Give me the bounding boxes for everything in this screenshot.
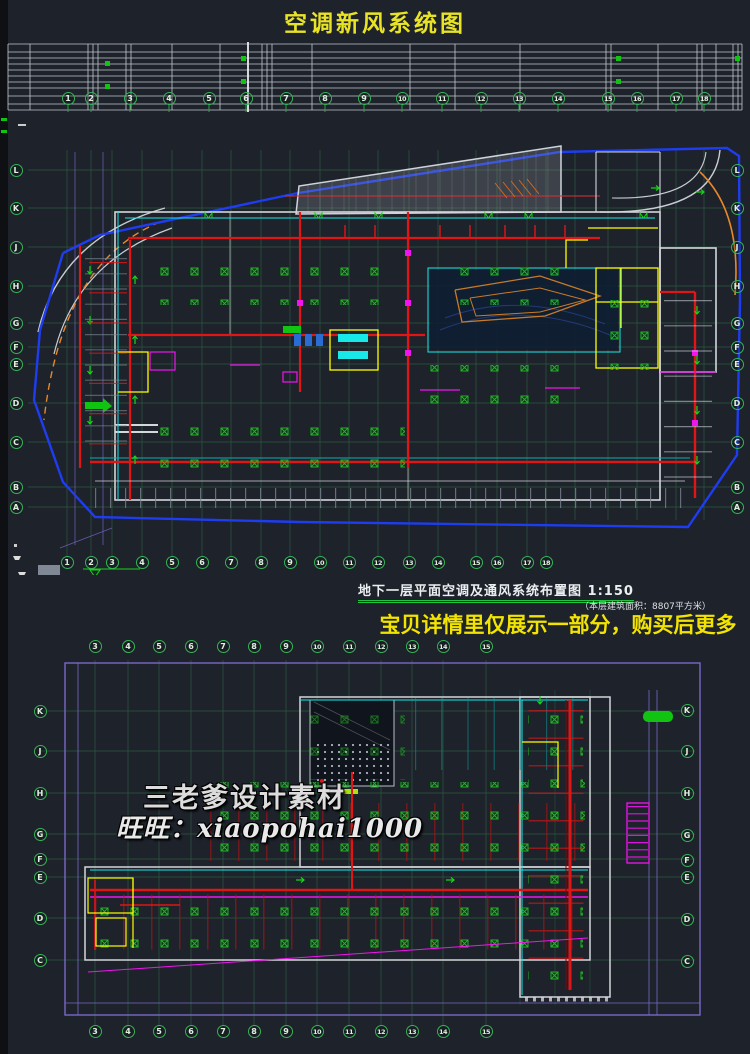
axis-bubble: 4 [121,639,135,653]
diffuser-fields [150,245,665,475]
axis-bubble: 15 [479,639,493,653]
axis-bubble: 11 [342,639,356,653]
ramp-wedge [285,145,600,215]
plant-units [85,326,368,413]
axis-bubble: 14 [436,639,450,653]
upper-plan-caption-row: 地下一层平面空调及通风系统布置图 1:150 [358,580,750,603]
axis-bubble: 5 [152,639,166,653]
axis-bubble: 3 [88,639,102,653]
parking-stalls [85,258,712,508]
upper-plan-drawing [1,118,742,575]
axis-bubble: 8 [247,639,261,653]
axis-bubble: 10 [310,639,324,653]
axis-bubble: 7 [216,639,230,653]
lower-misc [87,695,673,973]
schedule-table [7,42,743,112]
axis-bubble: 6 [184,639,198,653]
lower-diffusers [95,705,585,985]
table-lines [7,42,743,112]
promo-text: 宝贝详情里仅展示一部分，购买后更多 [379,613,737,637]
lower-yellow [87,741,559,948]
upper-plan-caption: 地下一层平面空调及通风系统布置图 1:150 [358,580,634,603]
axis-bubble: 9 [279,639,293,653]
drawing-title: 空调新风系统图 [284,11,466,37]
watermark-brand: 三老爹设计素材 [143,783,346,814]
left-edge-strip [0,0,8,1054]
site-boundary [32,146,742,529]
upper-grid-purple [59,152,113,549]
axis-bubble: 12 [374,639,388,653]
table-green-tags [105,56,740,89]
corner-marks [1,118,26,133]
legend-scraps [13,544,140,575]
axis-bubble: 13 [405,639,419,653]
lower-plan-drawing [40,660,701,1026]
watermark-contact: 旺旺：xiaopohai1000 [116,814,424,844]
table-bubble-stubs [67,104,705,112]
area-note: （本层建筑面积：8807平方米） [580,602,711,612]
